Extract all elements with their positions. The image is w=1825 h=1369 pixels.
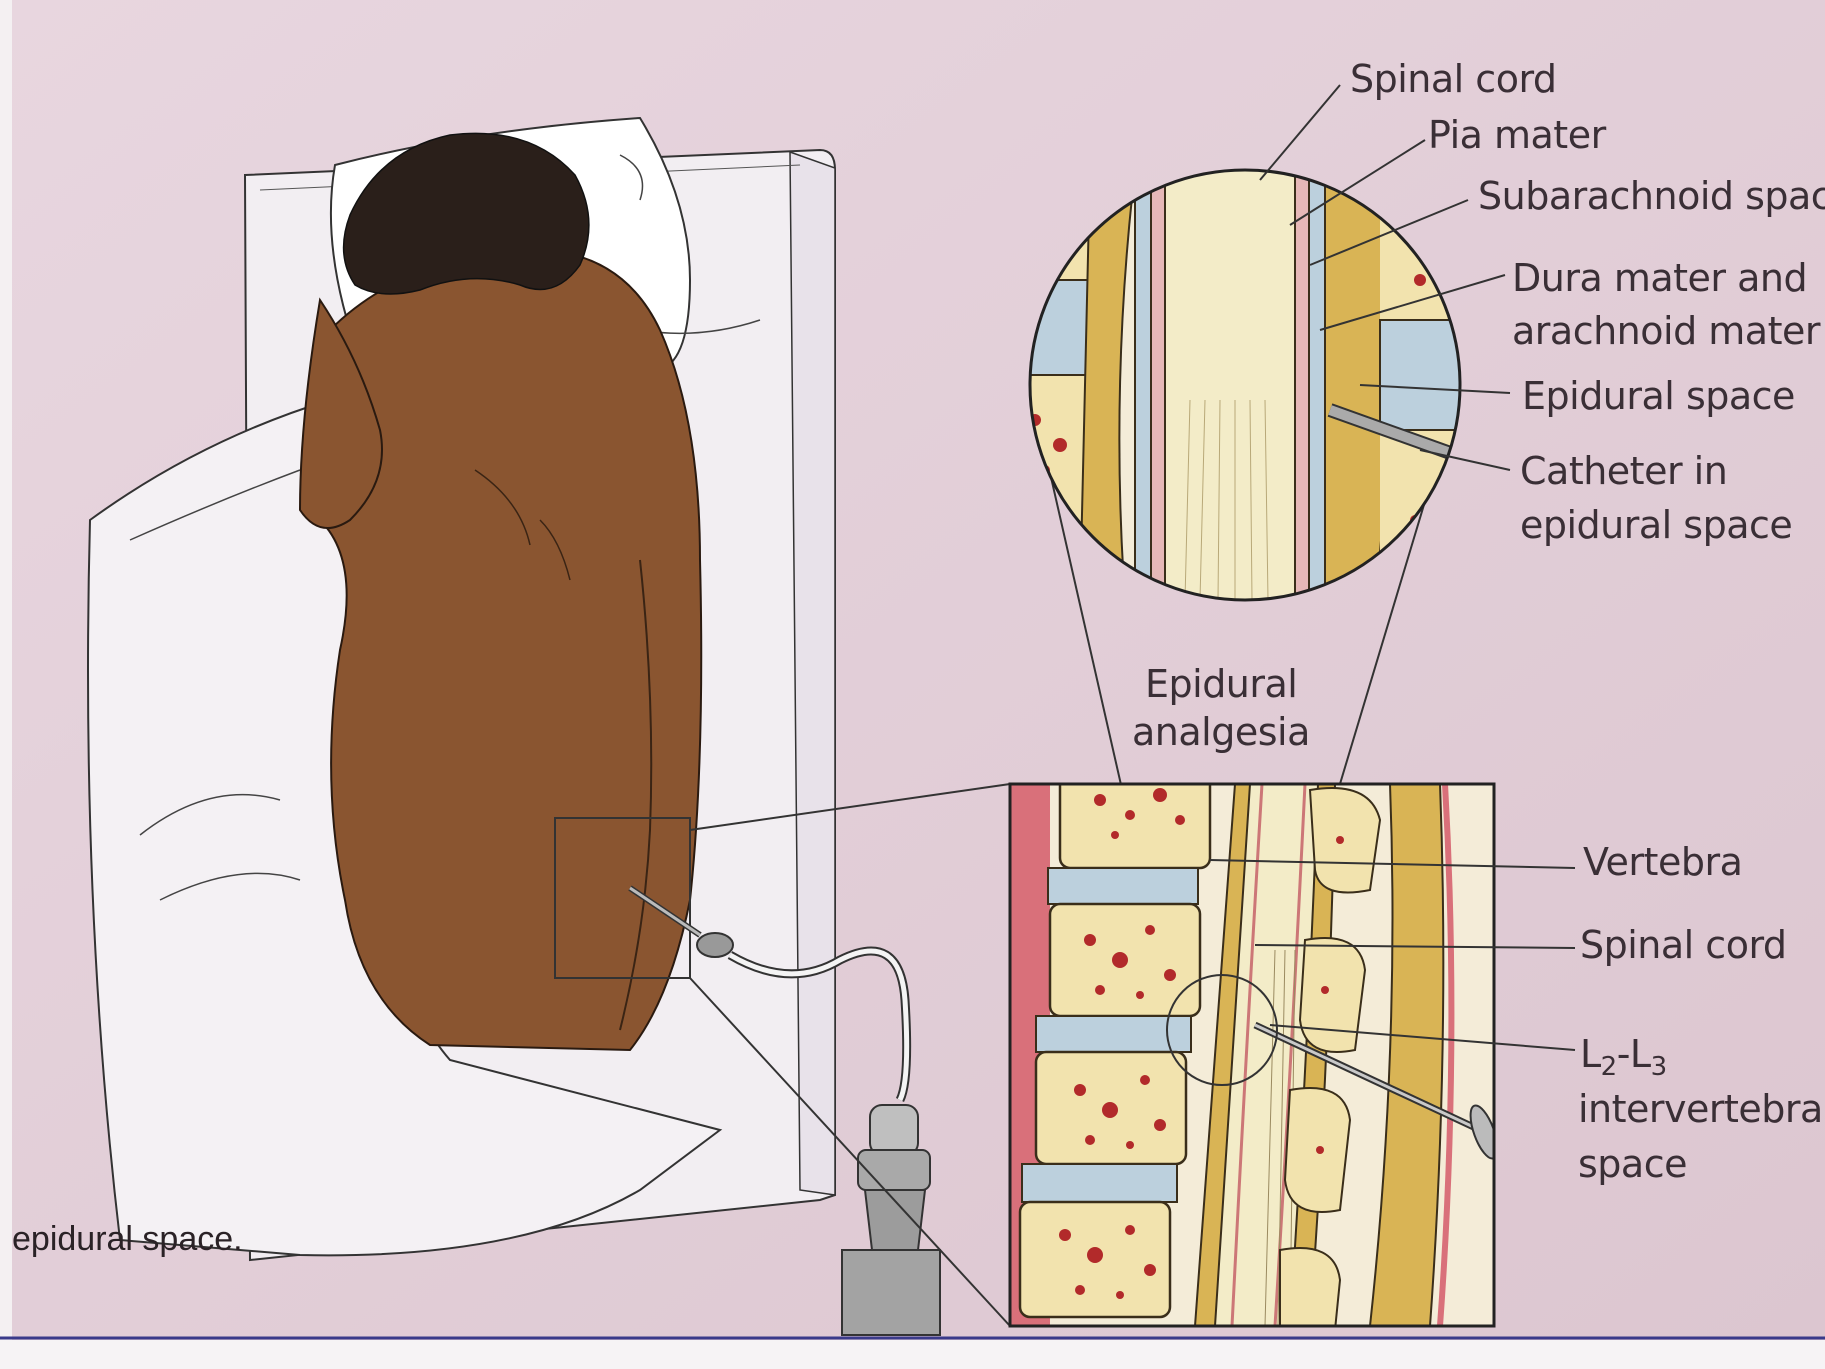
zoom-title-line1: Epidural [1145, 665, 1297, 703]
page-bottom-margin [0, 1340, 1825, 1369]
label-space: space [1578, 1145, 1687, 1183]
label-dura-line1: Dura mater and [1512, 259, 1807, 297]
label-spinal-cord-top: Spinal cord [1350, 60, 1557, 98]
zoom-title-line2: analgesia [1132, 713, 1310, 751]
spine-section-inset [1010, 770, 1503, 1330]
label-vertebra: Vertebra [1583, 843, 1742, 881]
label-pia-mater: Pia mater [1428, 116, 1606, 154]
label-catheter-line2: epidural space [1520, 506, 1792, 544]
figure-caption: epidural space. [12, 1220, 243, 1259]
label-l2-l3: L2-L3 [1580, 1035, 1667, 1080]
label-catheter-line1: Catheter in [1520, 452, 1727, 490]
page-left-edge [0, 0, 12, 1369]
label-spinal-cord-bottom: Spinal cord [1580, 926, 1787, 964]
label-epidural-space: Epidural space [1522, 377, 1795, 415]
label-subarachnoid-space: Subarachnoid space [1478, 177, 1825, 215]
label-dura-line2: arachnoid mater [1512, 312, 1820, 350]
label-intervertebral: intervertebral [1578, 1090, 1825, 1128]
